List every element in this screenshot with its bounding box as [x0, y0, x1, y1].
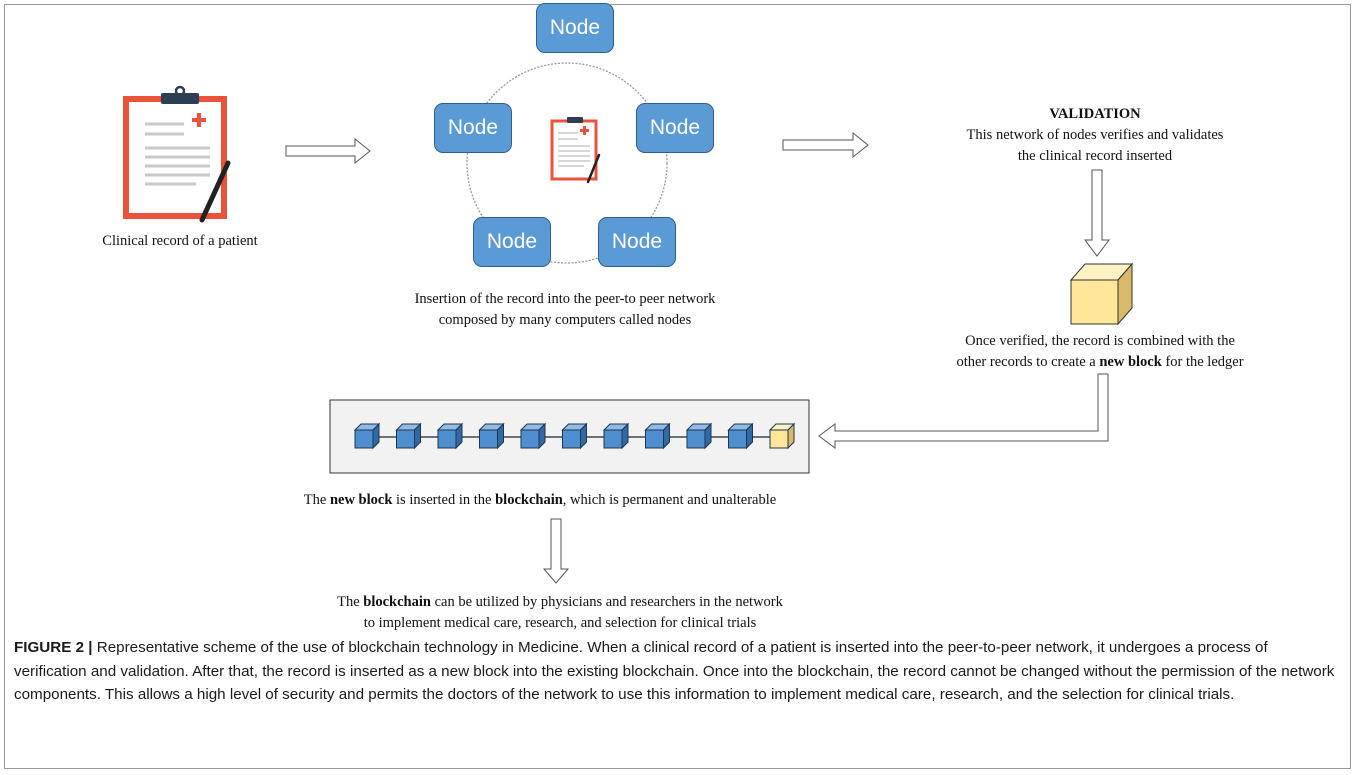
verified-new-block: new block: [1099, 354, 1162, 370]
node-bottom-left: Node: [473, 217, 551, 267]
inserted-text-1: The: [303, 492, 330, 508]
verified-line-2-tail: for the ledger: [1161, 354, 1244, 370]
node-bottom-right: Node: [598, 217, 676, 267]
block-icon: [685, 422, 713, 450]
clipboard-icon: [550, 117, 598, 181]
validation-label: VALIDATION This network of nodes verifie…: [920, 104, 1270, 167]
node-left: Node: [434, 103, 512, 153]
clipboard-icon: [123, 85, 227, 219]
figure-frame: [4, 4, 1351, 769]
node-top: Node: [536, 3, 614, 53]
block-icon: [727, 422, 754, 450]
inserted-new-block: new block: [329, 492, 393, 508]
block-icon: [561, 422, 588, 450]
inserted-text-2: is inserted in the: [392, 492, 496, 508]
block-icon: [478, 422, 505, 450]
pen-icon: [586, 153, 601, 184]
insertion-line-1: Insertion of the record into the peer-to…: [414, 291, 716, 307]
clinical-record-label: Clinical record of a patient: [102, 233, 258, 249]
insertion-label: Insertion of the record into the peer-to…: [355, 289, 775, 331]
blockchain: [353, 422, 796, 450]
utilized-blockchain: blockchain: [363, 594, 431, 610]
verified-line-1: Once verified, the record is combined wi…: [965, 333, 1235, 349]
utilized-text-2: can be utilized by physicians and resear…: [430, 594, 783, 610]
block-icon: [602, 422, 630, 450]
utilized-line-2: to implement medical care, research, and…: [363, 615, 757, 631]
inserted-blockchain: blockchain: [495, 492, 563, 508]
block-icon: [436, 422, 464, 450]
utilized-text-1: The: [337, 594, 364, 610]
arrow-right-icon: [285, 137, 371, 165]
block-icon: [1069, 262, 1134, 326]
caption-label: FIGURE 2 |: [14, 639, 93, 656]
inserted-text-3: , which is permanent and unalterable: [562, 492, 777, 508]
block-icon: [644, 422, 671, 450]
validation-title: VALIDATION: [1049, 106, 1141, 122]
arrow-left-icon: [818, 373, 1109, 449]
utilized-label: The blockchain can be utilized by physic…: [220, 592, 900, 634]
validation-line-2: the clinical record inserted: [1017, 148, 1173, 164]
insertion-line-2: composed by many computers called nodes: [438, 312, 692, 328]
pen-icon: [199, 160, 231, 223]
block-icon: [395, 422, 422, 450]
caption-text: Representative scheme of the use of bloc…: [14, 639, 1335, 703]
block-icon: [353, 422, 381, 450]
figure-caption: FIGURE 2 | Representative scheme of the …: [14, 636, 1339, 707]
arrow-right-icon: [782, 131, 869, 159]
verified-line-2-text: other records to create a: [956, 354, 1100, 370]
validation-line-1: This network of nodes verifies and valid…: [966, 127, 1224, 143]
arrow-down-icon: [1084, 169, 1110, 257]
arrow-down-icon: [542, 518, 570, 584]
node-right: Node: [636, 103, 714, 153]
inserted-label: The new block is inserted in the blockch…: [230, 490, 850, 511]
network-ring: [466, 62, 668, 264]
block-icon: [519, 422, 547, 450]
verified-label: Once verified, the record is combined wi…: [900, 331, 1300, 373]
new-block-icon: [768, 422, 796, 450]
